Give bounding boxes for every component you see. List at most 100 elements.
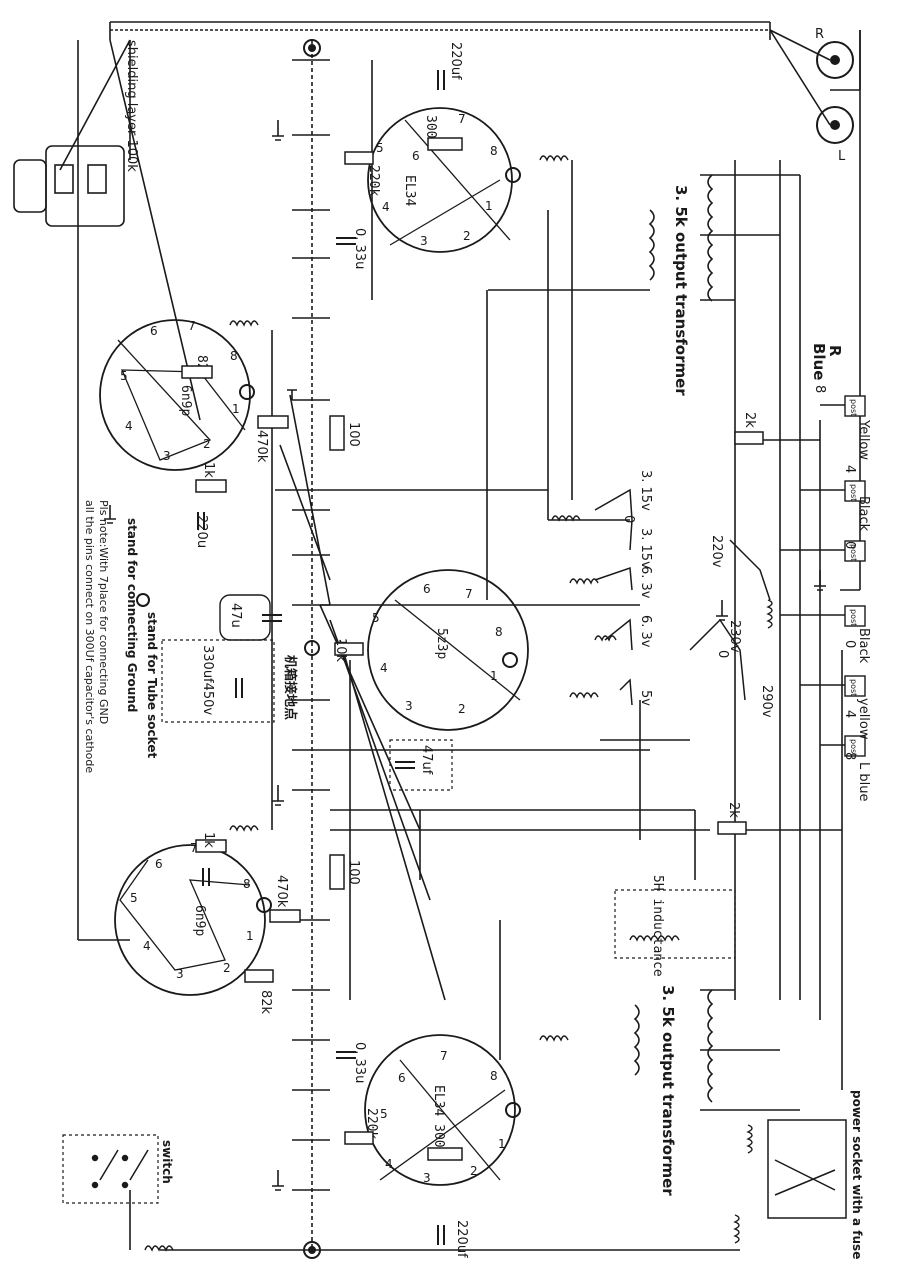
label-330uf: 330uf450v	[200, 645, 215, 715]
legend-ground-text: stand for connecting Ground	[125, 518, 139, 712]
svg-text:4: 4	[125, 419, 133, 433]
svg-text:8: 8	[230, 349, 238, 363]
label-470k-top: 470k	[254, 430, 269, 463]
resistor-1k-top	[195, 479, 227, 493]
svg-text:6: 6	[412, 149, 420, 163]
capacitor-47uf-right	[395, 761, 415, 769]
svg-text:3: 3	[176, 967, 184, 981]
label-2k-bottom: 2k	[726, 802, 741, 818]
socket-marker-icon	[303, 39, 321, 57]
post-labels: post post post post post post	[849, 399, 858, 756]
shielding-label: shielding layer 100k	[124, 40, 139, 172]
svg-text:6: 6	[423, 582, 431, 596]
chassis-ground-note: 机箱接地点	[282, 655, 298, 720]
5z3p-label: 5z3p	[434, 628, 449, 659]
svg-text:6: 6	[155, 857, 163, 871]
svg-text:5: 5	[376, 141, 384, 155]
svg-text:2: 2	[463, 229, 471, 243]
capacitor-033u-top	[336, 237, 356, 245]
label-100-top: 100	[346, 422, 361, 447]
svg-text:R: R	[826, 345, 844, 357]
jack-l-label: L	[838, 149, 846, 164]
ground-icon	[716, 600, 728, 621]
capacitor-47u	[262, 614, 282, 622]
post-l-yellow	[844, 675, 866, 697]
svg-text:8: 8	[812, 385, 827, 393]
svg-text:8: 8	[842, 752, 857, 760]
label-470k-bottom: 470k	[274, 875, 289, 908]
tube-6n9p-bottom	[114, 844, 266, 996]
svg-text:post: post	[849, 484, 858, 501]
resistor-470k-bottom	[269, 909, 301, 923]
ground-icon	[104, 505, 116, 524]
el34-top-r300: 300	[423, 115, 438, 138]
svg-text:8: 8	[243, 877, 251, 891]
svg-text:post: post	[849, 609, 858, 626]
svg-text:4: 4	[143, 939, 151, 953]
svg-text:post: post	[849, 739, 858, 756]
resistor-220k-top	[344, 151, 374, 165]
svg-text:6: 6	[398, 1071, 406, 1085]
post-r-yellow	[844, 480, 866, 502]
ground-icon	[287, 389, 297, 400]
power-transformer-secondaries	[594, 488, 771, 706]
el34-top-label: EL34	[402, 175, 417, 206]
post-l-blue	[844, 735, 866, 757]
box-47u	[219, 594, 271, 641]
svg-text:2: 2	[203, 437, 211, 451]
svg-text:4: 4	[842, 465, 857, 473]
svg-text:7: 7	[458, 112, 466, 126]
svg-text:1: 1	[485, 199, 493, 213]
terminal-labels: R Blue 8 Yellow 4 Black 0 Black 0 yellow…	[810, 343, 871, 801]
post-r-blue	[844, 395, 866, 417]
svg-text:post: post	[849, 399, 858, 416]
resistor-300-top	[427, 137, 463, 151]
label-100-bottom: 100	[346, 860, 361, 885]
resistor-2k-top	[734, 431, 764, 445]
box-inductance	[614, 889, 736, 959]
note-line-1: Pls note:With 7place for connecting GND	[97, 500, 110, 724]
svg-text:4: 4	[385, 1157, 393, 1171]
resistor-82k-top	[181, 365, 213, 379]
label-47u-left: 47u	[228, 603, 243, 628]
ground-icon	[814, 570, 826, 591]
capacitor-220u-bottom	[202, 868, 210, 886]
svg-text:7: 7	[440, 1049, 448, 1063]
label-2k-top: 2k	[742, 412, 757, 428]
svg-text:230v: 230v	[727, 620, 742, 653]
6n9p-bottom-label: 6n9p	[192, 905, 207, 936]
svg-text:Black: Black	[856, 496, 871, 532]
resistor-82k-bottom	[244, 969, 274, 983]
svg-text:7: 7	[190, 841, 198, 855]
svg-text:7: 7	[465, 587, 473, 601]
svg-text:1: 1	[498, 1137, 506, 1151]
svg-text:3: 3	[163, 449, 171, 463]
output-transformer-bottom-label: 3. 5k output transformer	[659, 985, 677, 1196]
label-47uf-right: 47uf	[419, 745, 434, 775]
tube-socket-markers	[136, 39, 521, 1259]
ground-bus-ticks	[292, 59, 330, 1191]
svg-text:4: 4	[382, 200, 390, 214]
6n9p-top-label: 6n9p	[178, 385, 193, 416]
label-10k: 10k	[333, 638, 348, 663]
svg-text:5: 5	[380, 1107, 388, 1121]
svg-text:2: 2	[223, 961, 231, 975]
post-l-black	[844, 605, 866, 627]
label-220uf-top: 220uf	[448, 42, 463, 80]
switch-label: switch	[160, 1140, 174, 1184]
ground-symbols	[104, 120, 826, 1191]
small-coils	[144, 155, 773, 1252]
resistor-100-bottom	[329, 854, 345, 890]
svg-text:0: 0	[715, 650, 730, 658]
output-transformer-top-label: 3. 5k output transformer	[672, 185, 690, 396]
svg-text:5: 5	[120, 369, 128, 383]
resistor-300-bottom	[427, 1147, 463, 1161]
jack-r-icon	[816, 41, 854, 79]
power-socket-wiring	[774, 1159, 836, 1196]
resistor-100-top	[329, 415, 345, 451]
resistor-2k-bottom	[717, 821, 747, 835]
svg-text:2: 2	[458, 702, 466, 716]
svg-text:1: 1	[490, 669, 498, 683]
